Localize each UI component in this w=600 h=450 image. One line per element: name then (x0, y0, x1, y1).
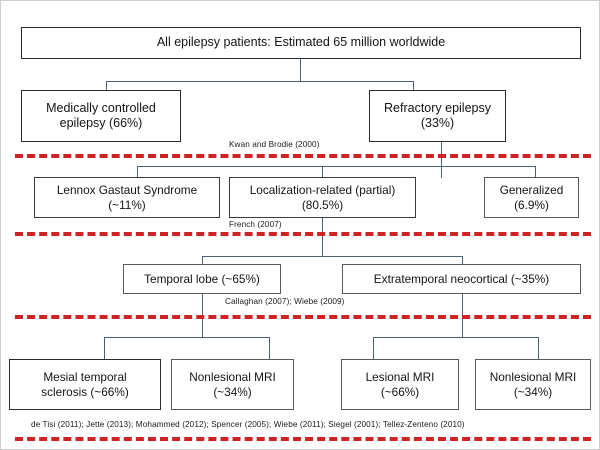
node-label-line2: epilepsy (66%) (59, 116, 143, 130)
node-temporal-lobe[interactable]: Temporal lobe (~65%) (123, 264, 281, 294)
node-label: All epilepsy patients: Estimated 65 mill… (156, 35, 446, 50)
connector-loc-bus (202, 256, 462, 257)
connector-root-to-medically-controlled (106, 81, 107, 90)
node-extratemporal-neocortical[interactable]: Extratemporal neocortical (~35%) (342, 264, 581, 294)
node-label-line2: sclerosis (~66%) (41, 384, 129, 399)
citation-kwan-brodie: Kwan and Brodie (2000) (229, 140, 320, 149)
separator-line-4 (15, 437, 591, 441)
separator-line-2 (15, 232, 591, 236)
node-nonlesional-mri-extratemporal[interactable]: Nonlesional MRI (~34%) (475, 359, 591, 410)
connector-refractory-stem (441, 142, 442, 178)
connector-mri-right-bus (373, 337, 538, 338)
connector-to-mesial-temporal-sclerosis (104, 337, 105, 359)
citation-mri-sources: de Tisi (2011); Jette (2013); Mohammed (… (31, 420, 465, 429)
node-label-line2: (6.9%) (514, 197, 549, 212)
node-localization-related-partial[interactable]: Localization-related (partial) (80.5%) (229, 177, 416, 218)
node-label: Extratemporal neocortical (~35%) (373, 271, 550, 286)
node-label-line2: (80.5%) (301, 197, 344, 212)
node-label-line2: (~34%) (213, 384, 252, 399)
node-label-line1: Localization-related (partial) (249, 183, 396, 198)
connector-mri-left-bus (104, 337, 269, 338)
connector-loc-to-temporal (202, 256, 203, 264)
node-lesional-mri[interactable]: Lesional MRI (~66%) (341, 359, 459, 410)
connector-to-nonlesional-mri-temporal (269, 337, 270, 359)
node-label-line1: Nonlesional MRI (189, 370, 276, 385)
connector-loc-to-extratemporal (462, 256, 463, 264)
separator-line-1 (15, 154, 591, 158)
separator-line-3 (15, 315, 591, 319)
connector-type-to-generalized (535, 166, 536, 177)
node-label: Temporal lobe (~65%) (144, 271, 260, 286)
node-label-line1: Lennox Gastaut Syndrome (56, 183, 198, 198)
connector-type-bus (137, 166, 535, 167)
node-label-line2: (~34%) (513, 384, 553, 399)
node-label-line1: Mesial temporal (43, 370, 127, 385)
connector-root-bus (106, 81, 413, 82)
citation-french: French (2007) (229, 220, 282, 229)
node-label-line1: Generalized (499, 183, 564, 198)
node-label-line2: (~11%) (108, 197, 146, 212)
node-label-line1: Nonlesional MRI (489, 370, 577, 385)
connector-localization-stem (322, 218, 323, 256)
node-medically-controlled-epilepsy[interactable]: Medically controlled epilepsy (66%) (21, 90, 181, 142)
connector-root-to-refractory (413, 81, 414, 90)
node-generalized[interactable]: Generalized (6.9%) (484, 177, 579, 218)
connector-type-to-localization (322, 166, 323, 177)
node-label-line1: Medically controlled (46, 100, 156, 115)
node-label-line1: Refractory epilepsy (384, 100, 491, 115)
node-refractory-epilepsy[interactable]: Refractory epilepsy (33%) (369, 90, 506, 142)
node-label-line2: (33%) (420, 116, 455, 130)
connector-to-lesional-mri (373, 337, 374, 359)
node-label-line2: (~66%) (380, 384, 420, 399)
connector-to-nonlesional-mri-extratemporal (538, 337, 539, 359)
node-mesial-temporal-sclerosis[interactable]: Mesial temporal sclerosis (~66%) (9, 359, 161, 410)
node-label-line1: Lesional MRI (365, 370, 435, 385)
node-all-epilepsy-patients[interactable]: All epilepsy patients: Estimated 65 mill… (21, 27, 581, 59)
connector-root-stem (300, 59, 301, 81)
node-nonlesional-mri-temporal[interactable]: Nonlesional MRI (~34%) (171, 359, 294, 410)
node-lennox-gastaut-syndrome[interactable]: Lennox Gastaut Syndrome (~11%) (34, 177, 220, 218)
citation-callaghan-wiebe: Callaghan (2007); Wiebe (2009) (225, 297, 345, 306)
connector-type-to-lennox (137, 166, 138, 177)
